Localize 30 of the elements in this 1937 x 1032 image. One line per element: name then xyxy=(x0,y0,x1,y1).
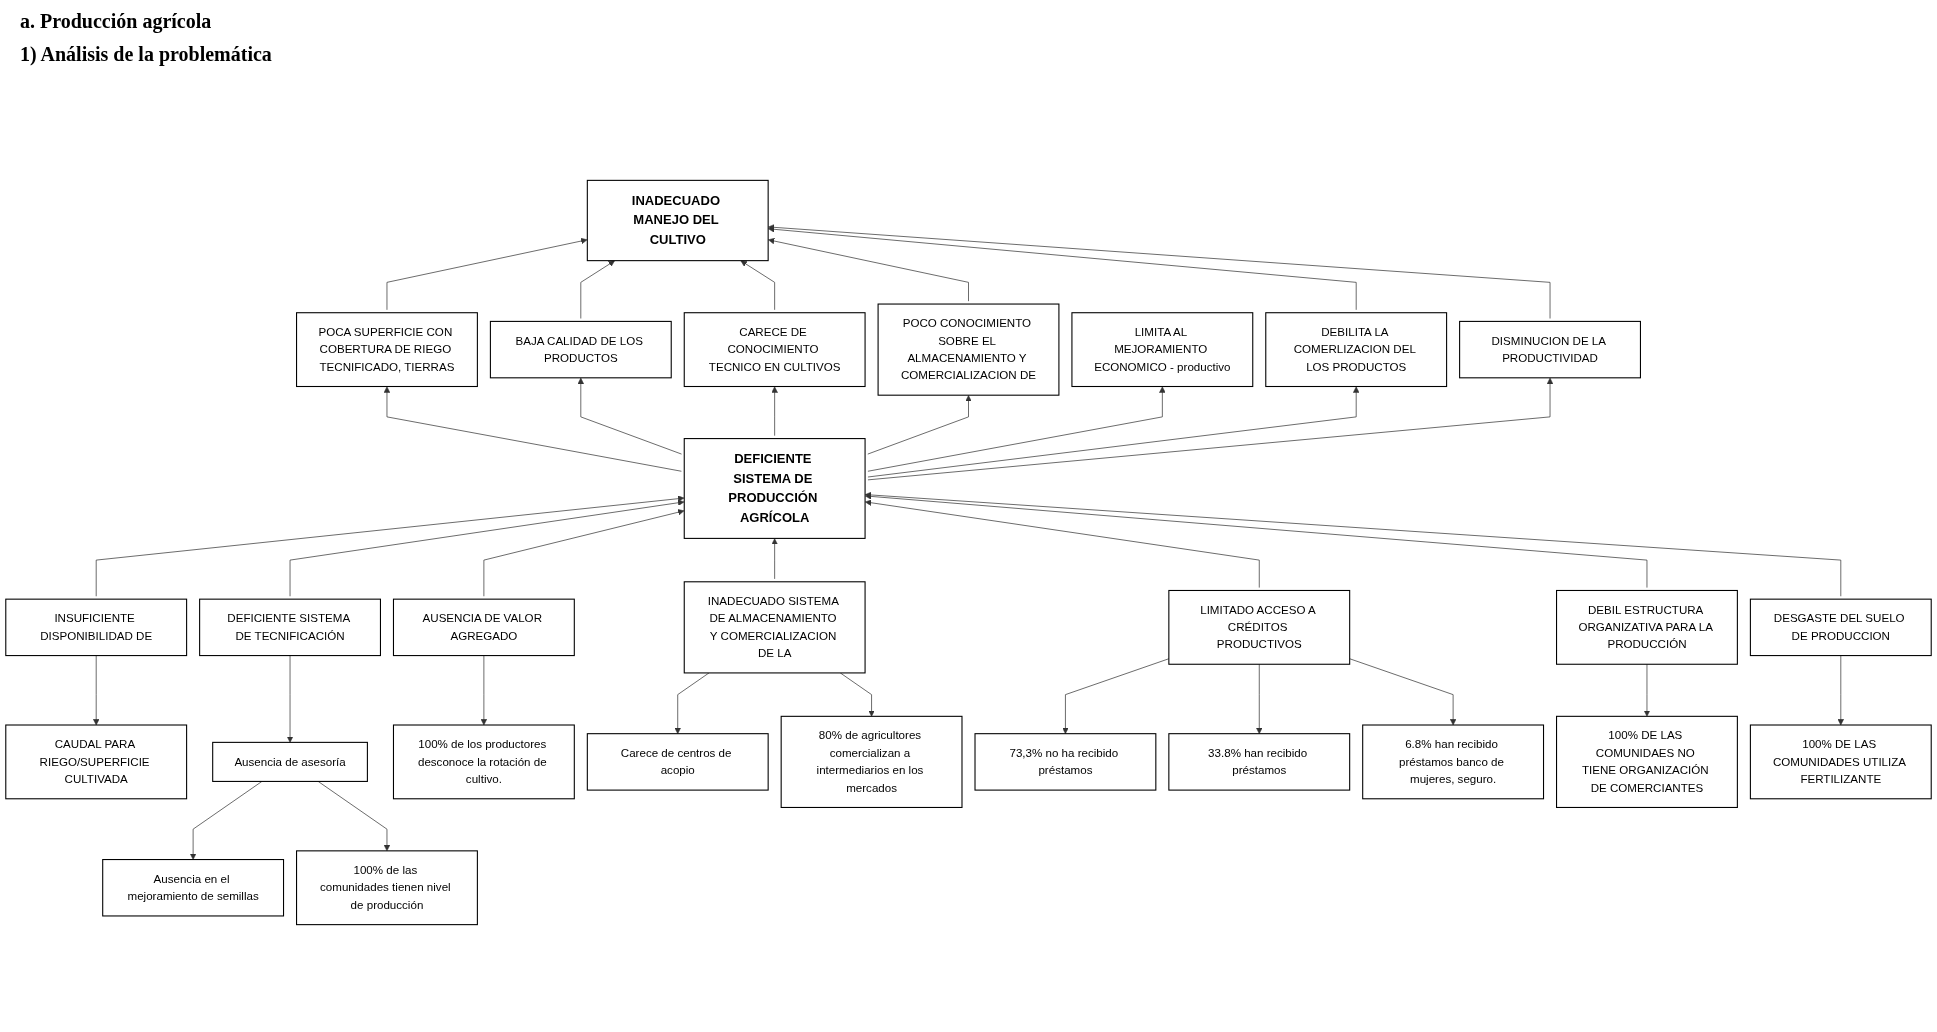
node-box: LIMITADO ACCESO A CRÉDITOS PRODUCTIVOS xyxy=(1168,589,1351,665)
node-box: DISMINUCION DE LA PRODUCTIVIDAD xyxy=(1459,320,1641,379)
node-box: DEFICIENTE SISTEMA DE PRODUCCIÓN AGRÍCOLA xyxy=(683,438,866,539)
node-box: 33.8% han recibido préstamos xyxy=(1168,733,1351,791)
node-box: BAJA CALIDAD DE LOS PRODUCTOS xyxy=(489,320,672,379)
section-heading: 1) Análisis de la problemática xyxy=(20,43,272,66)
node-box: POCO CONOCIMIENTO SOBRE EL ALMACENAMIENTO Y COMERCIALIZACION DE xyxy=(877,303,1060,396)
node-box: 100% de las comunidades tienen nivel de producción xyxy=(296,850,478,926)
node-box: 80% de agricultores comercializan a intermediarios en los mercados xyxy=(780,715,963,808)
node-box: DEFICIENTE SISTEMA DE TECNIFICACIÓN xyxy=(199,598,381,657)
node-box: 100% DE LAS COMUNIDADES UTILIZA FERTILIZANTE xyxy=(1749,724,1932,800)
node-box: 6.8% han recibido préstamos banco de mujeres, seguro. xyxy=(1362,724,1545,800)
node-box: CARECE DE CONOCIMIENTO TECNICO EN CULTIVOS xyxy=(683,312,866,388)
node-box: DEBIL ESTRUCTURA ORGANIZATIVA PARA LA PRODUCCIÓN xyxy=(1556,589,1738,665)
node-box: Ausencia en el mejoramiento de semillas xyxy=(102,859,285,917)
node-box: INADECUADO SISTEMA DE ALMACENAMIENTO Y COMERCIALIZACION DE LA xyxy=(683,581,866,674)
node-box: Carece de centros de acopio xyxy=(586,733,769,791)
node-box: AUSENCIA DE VALOR AGREGADO xyxy=(392,598,575,657)
node-box: 100% de los productores desconoce la rotación de cultivo. xyxy=(392,724,575,800)
node-box: INSUFICIENTE DISPONIBILIDAD DE xyxy=(5,598,188,657)
node-box: DEBILITA LA COMERLIZACION DEL LOS PRODUCTOS xyxy=(1265,312,1448,388)
node-box: POCA SUPERFICIE CON COBERTURA DE RIEGO TECNIFICADO, TIERRAS xyxy=(296,312,478,388)
node-box: LIMITA AL MEJORAMIENTO ECONOMICO - productivo xyxy=(1071,312,1254,388)
node-box: 73,3% no ha recibido préstamos xyxy=(974,733,1157,791)
section-heading: a. Producción agrícola xyxy=(20,10,213,33)
node-box: Ausencia de asesoría xyxy=(212,741,368,782)
node-box: CAUDAL PARA RIEGO/SUPERFICIE CULTIVADA xyxy=(5,724,188,800)
node-box: 100% DE LAS COMUNIDAES NO TIENE ORGANIZACIÓN DE COMERCIANTES xyxy=(1556,715,1738,808)
node-box: INADECUADO MANEJO DEL CULTIVO xyxy=(586,179,769,262)
node-box: DESGASTE DEL SUELO DE PRODUCCION xyxy=(1749,598,1932,657)
